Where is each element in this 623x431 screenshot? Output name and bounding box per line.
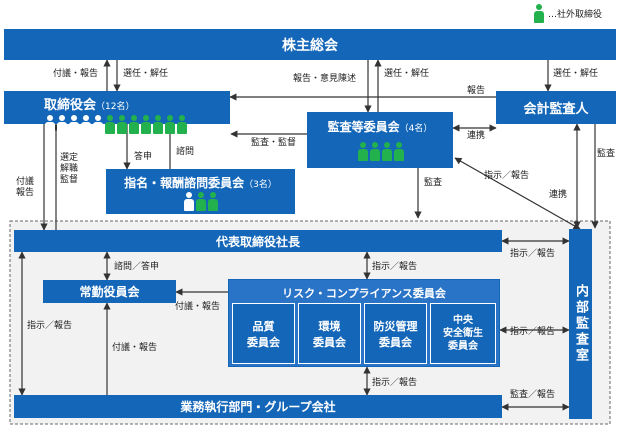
label-instruct-report-f: 指示／報告 — [27, 321, 73, 331]
accounting-auditor-box: 会計監査人 — [496, 91, 616, 124]
label-report-left: 付議・報告 — [112, 343, 158, 353]
outside-director-icon — [153, 115, 163, 134]
inside-director-icon — [81, 115, 91, 134]
label-audit-supervise: 監査・監督 — [251, 138, 297, 148]
inside-director-icon — [184, 192, 194, 211]
legend-label: …社外取締役 — [548, 10, 603, 20]
outside-director-icon — [358, 142, 368, 161]
quality-committee-box: 品質 委員会 — [232, 303, 295, 364]
label-cooperate-internal: 連携 — [549, 190, 568, 200]
outside-director-icon — [177, 115, 187, 134]
outside-director-icon — [208, 192, 218, 211]
label-instruct-report-b: 指示／報告 — [510, 249, 556, 259]
inside-director-icon — [57, 115, 67, 134]
environment-committee-box: 環境 委員会 — [298, 303, 361, 364]
outside-director-icon — [196, 192, 206, 211]
president-label: 代表取締役社長 — [215, 234, 300, 249]
audit-committee-label: 監査等委員会 — [327, 120, 400, 134]
outside-director-icon — [129, 115, 139, 134]
internal-audit-label: 内部監査室 — [573, 284, 588, 364]
inside-director-icon — [93, 115, 103, 134]
board-box: 取締役会 （12名） — [4, 91, 230, 124]
quality-committee-label: 品質 委員会 — [247, 319, 280, 349]
nomination-committee-count: （3名） — [244, 180, 277, 190]
operations-box: 業務執行部門・グループ会社 — [14, 395, 502, 418]
outside-director-icon — [141, 115, 151, 134]
board-count: （12名） — [96, 102, 135, 112]
outside-director-icon — [534, 4, 544, 23]
label-consult-answer: 諮問／答申 — [114, 262, 160, 272]
outside-director-icon — [394, 142, 404, 161]
board-label: 取締役会 — [44, 98, 97, 113]
environment-committee-label: 環境 委員会 — [313, 319, 346, 349]
label-instruct-report-e: 指示／報告 — [372, 378, 418, 388]
board-members — [45, 115, 189, 134]
operations-label: 業務執行部門・グループ会社 — [180, 400, 336, 414]
outside-director-icon — [370, 142, 380, 161]
label-answer: 答申 — [134, 152, 153, 162]
label-elect-audit: 選任・解任 — [384, 69, 430, 79]
shareholders-meeting-label: 株主総会 — [282, 37, 338, 54]
inside-director-icon — [45, 115, 55, 134]
label-select-dismiss-supervise: 選定 解職 監督 — [60, 153, 79, 185]
president-box: 代表取締役社長 — [14, 230, 502, 252]
label-instruct-report-a: 指示／報告 — [484, 171, 530, 181]
label-elect-board: 選任・解任 — [123, 69, 169, 79]
label-cooperate-auditor: 連携 — [467, 131, 486, 141]
inside-director-icon — [69, 115, 79, 134]
label-audit-center: 監査 — [424, 178, 443, 188]
label-report-to-board: 付議・報告 — [53, 69, 99, 79]
label-report-opinion: 報告・意見陳述 — [293, 74, 357, 84]
outside-director-icon — [382, 142, 392, 161]
label-report-exec: 付議・報告 — [175, 302, 221, 312]
audit-committee-count: （4名） — [399, 124, 433, 134]
audit-committee-members — [358, 142, 406, 161]
label-auditor-report: 報告 — [467, 86, 486, 96]
risk-committee-label: リスク・コンプライアンス委員会 — [282, 287, 446, 300]
outside-director-icon — [165, 115, 175, 134]
accounting-auditor-label: 会計監査人 — [523, 102, 589, 117]
label-instruct-report-c: 指示／報告 — [372, 262, 418, 272]
outside-director-icon — [105, 115, 115, 134]
disaster-committee-box: 防災管理 委員会 — [364, 303, 427, 364]
label-audit-right: 監査 — [597, 149, 616, 159]
legend: …社外取締役 — [534, 4, 602, 23]
internal-audit-box: 内部監査室 — [569, 229, 592, 419]
nomination-members — [184, 192, 220, 211]
label-audit-report: 監査／報告 — [510, 390, 556, 400]
safety-committee-box: 中央 安全衛生 委員会 — [430, 303, 496, 364]
disaster-committee-label: 防災管理 委員会 — [373, 319, 418, 349]
label-instruct-report-d: 指示／報告 — [510, 327, 556, 337]
label-report-vertical: 付議 報告 — [16, 177, 35, 198]
audit-committee-box: 監査等委員会 （4名） — [307, 112, 453, 168]
safety-committee-label: 中央 安全衛生 委員会 — [443, 315, 483, 352]
nomination-committee-label: 指名・報酬諮問委員会 — [124, 176, 245, 190]
executive-committee-box: 常勤役員会 — [43, 280, 176, 303]
label-consult: 諮問 — [176, 147, 195, 157]
outside-director-icon — [117, 115, 127, 134]
label-elect-auditor: 選任・解任 — [553, 69, 599, 79]
executive-committee-label: 常勤役員会 — [79, 285, 140, 299]
shareholders-meeting-box: 株主総会 — [4, 29, 616, 60]
